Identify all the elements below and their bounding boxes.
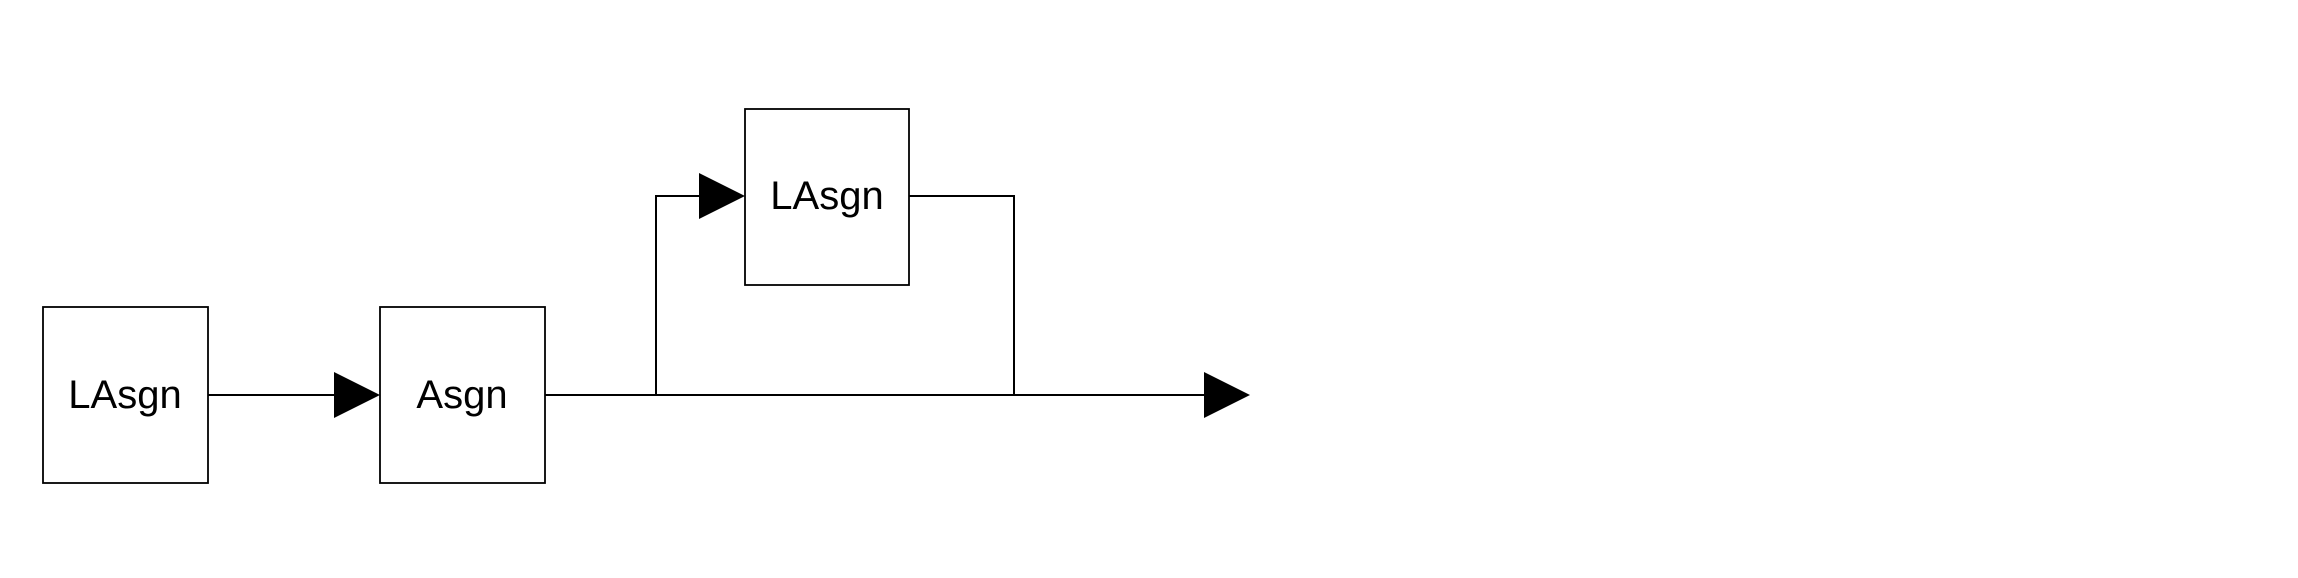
wire-branch-out [909, 195, 1015, 395]
wire-branch-in [655, 195, 700, 395]
block-asgn: Asgn [379, 306, 546, 484]
block-asgn-box [379, 306, 546, 484]
arrowhead-to-asgn [334, 372, 380, 418]
block-lasgn-source: LAsgn [42, 306, 209, 484]
arrowhead-output [1204, 372, 1250, 418]
arrowhead-to-branch-lasgn [699, 173, 745, 219]
block-lasgn-branch-label: LAsgn [770, 174, 883, 218]
block-lasgn-branch-box [744, 108, 910, 286]
block-asgn-label: Asgn [416, 373, 507, 417]
block-lasgn-source-label: LAsgn [68, 373, 181, 417]
block-lasgn-branch: LAsgn [744, 108, 910, 286]
block-lasgn-source-box [42, 306, 209, 484]
